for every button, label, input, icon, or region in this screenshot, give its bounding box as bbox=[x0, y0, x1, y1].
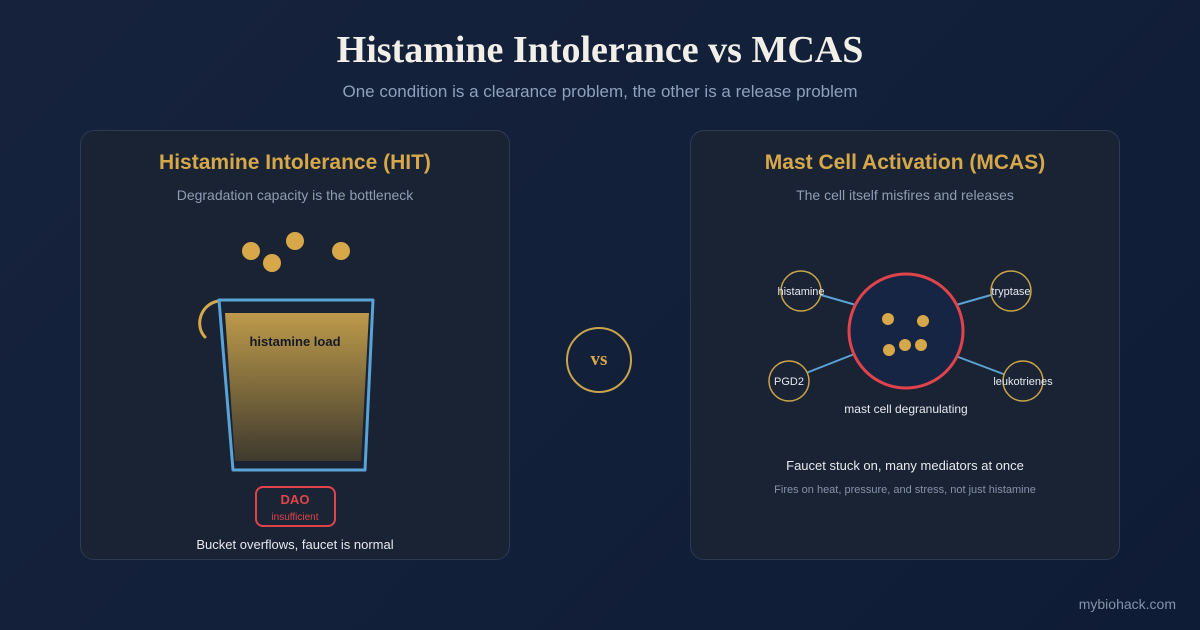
granule-dot bbox=[915, 339, 927, 351]
mediator-label-pgd2: PGD2 bbox=[774, 376, 804, 388]
bucket-fill bbox=[225, 313, 369, 461]
overflow-spill bbox=[198, 299, 220, 339]
mediator-label-tryptase: tryptase bbox=[991, 286, 1030, 298]
mcas-panel-subtitle: The cell itself misfires and releases bbox=[796, 187, 1014, 203]
mcas-panel-title: Mast Cell Activation (MCAS) bbox=[764, 151, 1046, 174]
granule-dot bbox=[882, 313, 894, 325]
hit-panel-title: Histamine Intolerance (HIT) bbox=[159, 151, 431, 174]
connector-leukotrienes bbox=[952, 354, 1007, 376]
page-subtitle: One condition is a clearance problem, th… bbox=[342, 82, 858, 101]
granule-dot bbox=[883, 344, 895, 356]
mediator-node-histamine bbox=[780, 270, 822, 312]
mediator-node-pgd2 bbox=[768, 360, 810, 402]
mcas-caption: Faucet stuck on, many mediators at once bbox=[786, 458, 1024, 473]
mcas-panel: Mast Cell Activation (MCAS) The cell its… bbox=[690, 130, 1120, 560]
histamine-dot bbox=[286, 232, 304, 250]
bucket-outline bbox=[217, 298, 375, 472]
mediator-label-leukotrienes: leukotrienes bbox=[993, 376, 1053, 388]
hit-caption: Bucket overflows, faucet is normal bbox=[196, 537, 394, 552]
mast-cell bbox=[847, 272, 965, 390]
histamine-dot bbox=[332, 242, 350, 260]
hit-bucket-diagram: histamine load DAO insufficient bbox=[198, 232, 375, 527]
dao-status: insufficient bbox=[271, 512, 318, 523]
histamine-dot bbox=[242, 242, 260, 260]
connector-pgd2 bbox=[800, 352, 858, 376]
histamine-dot bbox=[263, 254, 281, 272]
page-title: Histamine Intolerance vs MCAS bbox=[336, 29, 864, 71]
hit-panel-subtitle: Degradation capacity is the bottleneck bbox=[176, 187, 414, 203]
bucket-label: histamine load bbox=[249, 334, 340, 349]
dao-box bbox=[255, 486, 336, 527]
granule-dot bbox=[917, 315, 929, 327]
vs-badge: vs bbox=[566, 327, 632, 393]
brand-watermark: mybiohack.com bbox=[1078, 596, 1176, 612]
mediator-node-leukotrienes bbox=[1002, 360, 1044, 402]
hit-panel: Histamine Intolerance (HIT) Degradation … bbox=[80, 130, 510, 560]
dao-label: DAO bbox=[281, 492, 310, 507]
mast-cell-label: mast cell degranulating bbox=[844, 402, 967, 416]
mast-cell-diagram: histamine tryptase PGD2 leukotrienes mas… bbox=[768, 270, 1053, 416]
granule-dot bbox=[899, 339, 911, 351]
mcas-note: Fires on heat, pressure, and stress, not… bbox=[774, 484, 1036, 496]
mediator-node-tryptase bbox=[990, 270, 1032, 312]
mediator-label-histamine: histamine bbox=[777, 286, 824, 298]
